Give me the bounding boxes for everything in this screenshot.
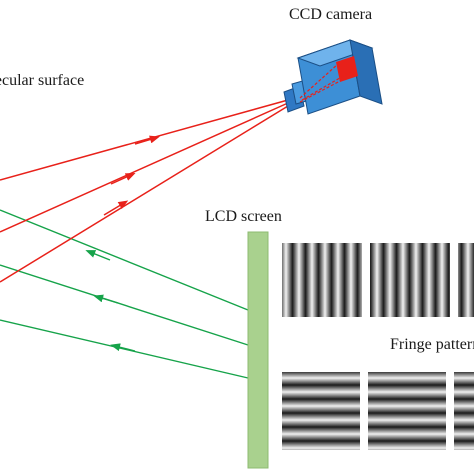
lcd-screen-icon <box>247 231 269 469</box>
red-arrow-1 <box>134 135 160 145</box>
fringe-pattern-v1 <box>282 243 362 317</box>
ccd-camera-label: CCD camera <box>289 6 373 23</box>
green-arrow-2 <box>93 294 119 304</box>
green-ray-2 <box>0 264 249 346</box>
green-rays <box>0 209 249 379</box>
fringe-pattern-h1 <box>282 372 360 450</box>
red-arrow-2 <box>110 172 136 185</box>
fringe-patterns-horizontal <box>282 372 474 450</box>
fringe-patterns-label: Fringe patterns <box>390 336 474 353</box>
fringe-pattern-h2 <box>368 372 446 450</box>
green-arrow-1 <box>85 250 111 261</box>
red-ray-1 <box>0 99 289 181</box>
fringe-pattern-v3 <box>458 243 474 317</box>
red-rays <box>0 99 289 283</box>
fringe-patterns-vertical <box>282 243 474 317</box>
red-ray-2 <box>0 102 289 233</box>
green-arrow-3 <box>110 343 136 352</box>
red-arrow-3 <box>103 200 129 216</box>
fringe-pattern-v2 <box>370 243 450 317</box>
green-ray-1 <box>0 209 249 311</box>
red-ray-3 <box>0 105 289 283</box>
surface-label: Specular surface <box>0 72 85 89</box>
green-ray-3 <box>0 319 249 379</box>
lcd-screen-label: LCD screen <box>205 208 282 225</box>
ccd-camera-icon <box>283 39 383 115</box>
fringe-pattern-h3 <box>454 372 474 450</box>
